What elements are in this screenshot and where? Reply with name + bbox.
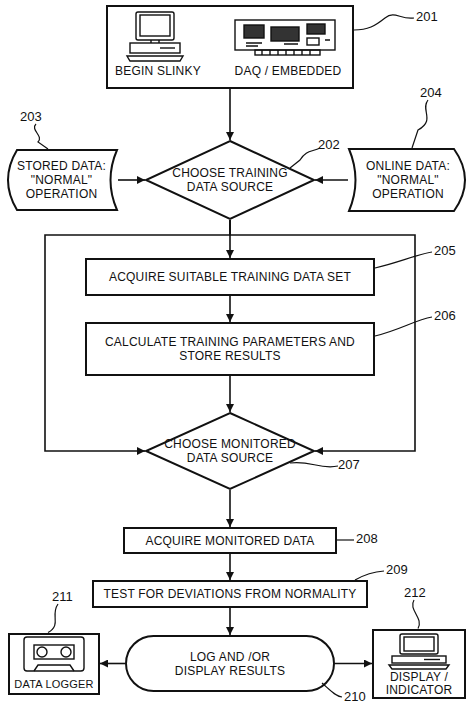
leader-line [290,148,320,168]
cassette-base [34,665,74,671]
leader-line [413,600,420,629]
node-text: TEST FOR DEVIATIONS FROM NORMALITY [103,587,356,601]
start-box: BEGIN SLINKY DAQ / EMBEDDED [106,5,354,89]
computer-icon [389,634,449,669]
callout-number: 208 [356,532,378,546]
callout-number: 210 [344,690,366,704]
chip [244,25,264,38]
online-storage-symbol-path [349,149,465,211]
monitor [400,634,438,654]
board [235,20,335,50]
node-text: CALCULATE TRAINING PARAMETERS AND STORE … [95,335,365,363]
computer-icon [127,12,183,61]
cpu-case [392,656,446,663]
connector [118,179,145,181]
connector [229,296,231,322]
callout-number: 202 [318,138,340,152]
monitor [136,12,174,40]
connector [100,663,125,665]
stored-data-symbol: STORED DATA: "NORMAL" OPERATION [5,149,118,211]
decision-diamond: CHOOSE MONITORED DATA SOURCE [145,412,315,490]
node-text: ACQUIRE MONITORED DATA [145,534,314,548]
cpu-case [130,43,180,53]
node-text: STORED DATA: "NORMAL" OPERATION [14,159,109,201]
decision-diamond: CHOOSE TRAINING DATA SOURCE [145,140,315,220]
leader-line [354,15,414,30]
callout-number: 209 [386,563,408,577]
connector [229,554,231,580]
leader-line [290,462,338,467]
screen [140,15,170,36]
connector-pins [262,50,310,55]
connector [229,608,231,635]
leader-line [34,124,48,149]
leader-line [375,252,432,268]
leader-line [355,571,384,580]
node-text: DAQ / EMBEDDED [228,65,348,78]
callout-number: 204 [420,86,442,100]
leader-line [48,604,58,633]
callout-number: 207 [338,458,360,472]
cassette-body [24,637,84,671]
leader-line [337,539,354,540]
callout-number: 212 [404,586,426,600]
callout-number: 203 [20,110,42,124]
components [246,40,330,46]
stored-data-symbol-path [8,150,117,210]
node-text: LOG AND /OR DISPLAY RESULTS [168,650,293,678]
leader-line [322,683,342,697]
chip [307,38,319,45]
device-box: DATA LOGGER [8,633,100,695]
cassette-window [34,645,74,659]
node-text: ACQUIRE SUITABLE TRAINING DATA SET [109,270,351,284]
terminator: LOG AND /OR DISPLAY RESULTS [125,635,335,692]
callout-number: 211 [52,590,73,604]
device-box: DISPLAY / INDICATOR [372,629,466,699]
node-text: DATA LOGGER [10,678,98,691]
chip [307,24,325,34]
decision-diamond-path [146,413,314,489]
connector [335,663,372,665]
leader-lines [34,15,432,697]
connector [229,376,231,412]
reel [37,647,47,657]
connector [45,220,230,451]
connector [230,220,415,451]
process-box: CALCULATE TRAINING PARAMETERS AND STORE … [85,322,375,376]
chip [271,27,299,41]
leader-line [375,317,432,336]
process-box: TEST FOR DEVIATIONS FROM NORMALITY [92,580,368,608]
node-text: CHOOSE MONITORED DATA SOURCE [164,437,296,465]
reel [61,647,71,657]
keyboard [389,665,449,669]
process-box: ACQUIRE SUITABLE TRAINING DATA SET [85,258,375,296]
circuit-board-icon [235,20,335,55]
connector [229,220,231,258]
callout-number: 206 [434,309,456,323]
node-text: DISPLAY / INDICATOR [374,671,464,697]
drive-slot [160,47,175,48]
connector [229,490,231,527]
drive-slot [424,659,440,660]
connector [315,179,348,181]
node-text: BEGIN SLINKY [108,65,208,78]
screen [404,637,434,651]
cassette-icon [24,637,84,671]
decision-diamond-path [146,141,314,219]
edge-connector [255,50,320,55]
leader-line [412,100,428,148]
callout-number: 201 [416,10,438,24]
callout-number: 205 [434,244,456,258]
online-storage-symbol: ONLINE DATA: "NORMAL" OPERATION [348,148,468,212]
process-box: ACQUIRE MONITORED DATA [123,527,337,554]
node-text: CHOOSE TRAINING DATA SOURCE [164,166,296,194]
keyboard [127,56,183,61]
connector [229,89,231,140]
node-text: ONLINE DATA: "NORMAL" OPERATION [361,159,456,201]
